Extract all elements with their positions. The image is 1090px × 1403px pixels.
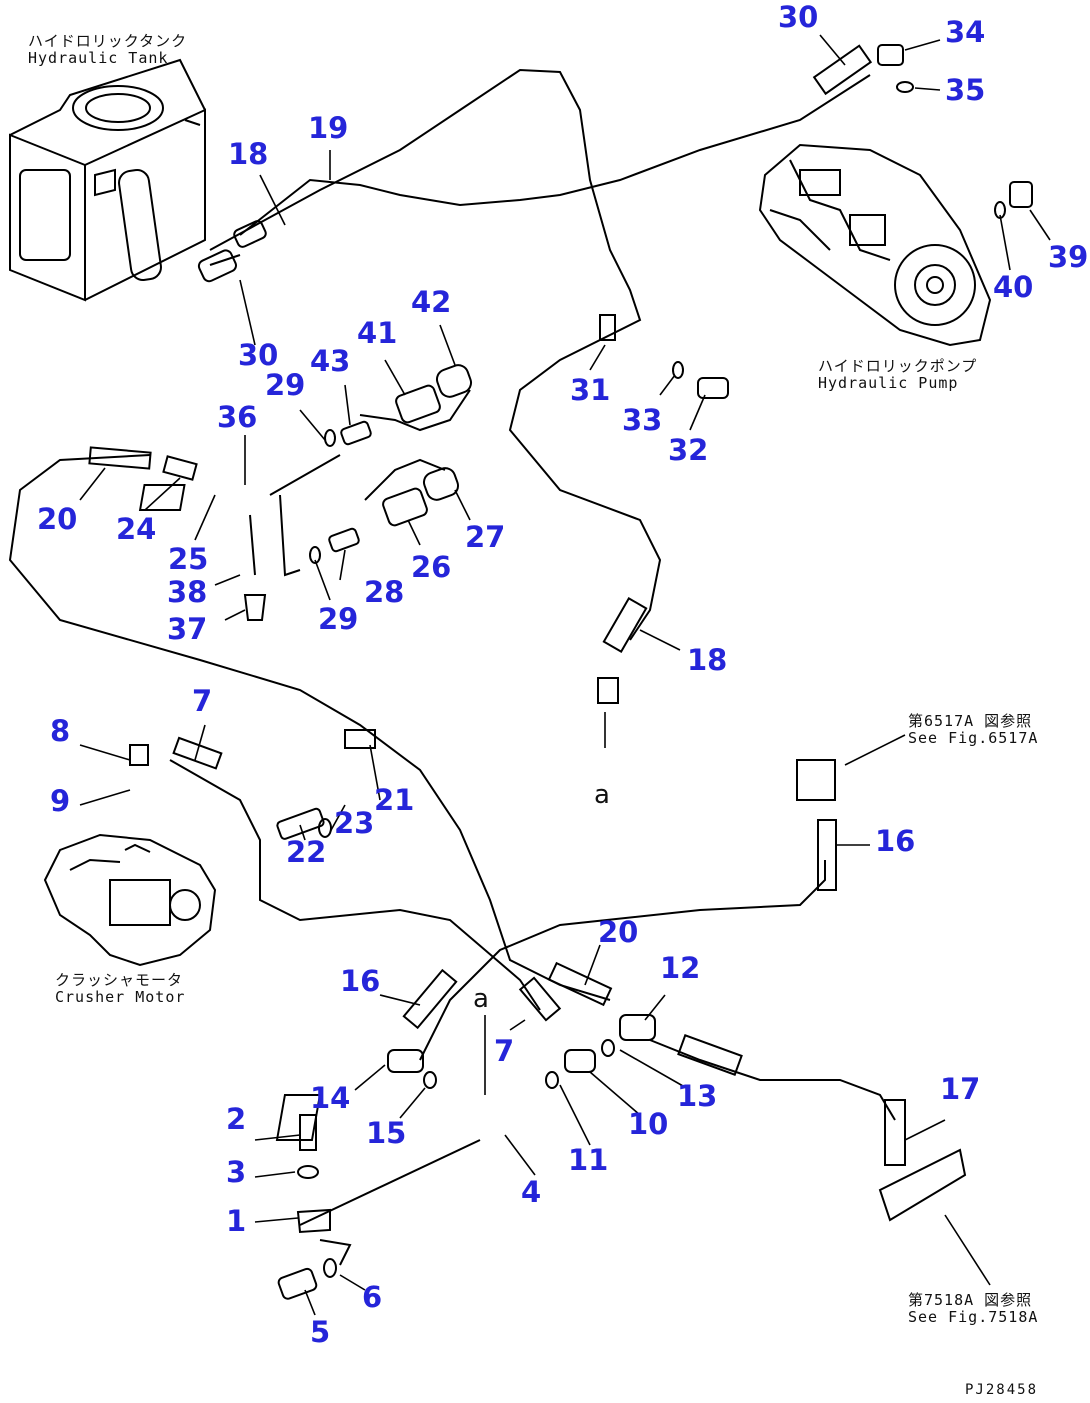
hydraulic-tank-label: ハイドロリックタンク Hydraulic Tank [28, 32, 188, 68]
reference-note-2-en: See Fig.7518A [908, 1308, 1039, 1327]
hydraulic-tank-label-en: Hydraulic Tank [28, 49, 169, 68]
callout-number: 28 [364, 575, 405, 609]
detail-letter-a-2: a [473, 984, 489, 1014]
callout-number: 25 [168, 542, 209, 576]
callout-number: 31 [570, 373, 611, 407]
callout-number: 32 [668, 433, 709, 467]
callout-number: 4 [521, 1175, 542, 1209]
callout-number: 24 [116, 512, 157, 546]
callout-number: 42 [411, 285, 452, 319]
callout-number: 22 [286, 835, 327, 869]
hydraulic-tank-drawing [9, 58, 206, 302]
callout-number: 19 [308, 111, 349, 145]
callout-number: 38 [167, 575, 208, 609]
callout-number: 18 [228, 137, 269, 171]
callout-number: 26 [411, 550, 452, 584]
callout-number: 8 [50, 714, 71, 748]
leader-lines [79, 34, 1051, 1316]
callout-number: 13 [677, 1079, 718, 1113]
callout-number: 9 [50, 784, 71, 818]
callout-number: 14 [310, 1081, 351, 1115]
callout-number: 5 [310, 1315, 331, 1349]
crusher-motor-label: クラッシャモータ Crusher Motor [55, 971, 186, 1007]
callout-number: 10 [628, 1107, 669, 1141]
callout-number: 2 [226, 1102, 247, 1136]
crusher-motor-label-en: Crusher Motor [55, 988, 186, 1007]
callout-number: 41 [357, 316, 398, 350]
callout-number: 23 [334, 806, 375, 840]
callout-number: 36 [217, 400, 258, 434]
callout-number: 33 [622, 403, 663, 437]
reference-note-1-en: See Fig.6517A [908, 729, 1039, 748]
callout-number: 29 [318, 602, 359, 636]
hydraulic-tank-label-jp: ハイドロリックタンク [28, 32, 188, 50]
callout-number: 21 [374, 783, 415, 817]
callout-number: 29 [265, 368, 306, 402]
hydraulic-pump-label: ハイドロリックポンプ Hydraulic Pump [818, 357, 978, 393]
reference-note-2-jp: 第7518A 図参照 [908, 1291, 1033, 1309]
hydraulic-pump-label-jp: ハイドロリックポンプ [818, 357, 978, 375]
callout-number: 16 [340, 964, 381, 998]
callout-number: 37 [167, 612, 208, 646]
callout-number: 20 [37, 502, 78, 536]
reference-note-2: 第7518A 図参照 See Fig.7518A [908, 1291, 1039, 1327]
callout-number: 3 [226, 1155, 247, 1189]
crusher-motor-label-jp: クラッシャモータ [55, 971, 184, 989]
callout-number: 16 [875, 824, 916, 858]
callout-number: 43 [310, 344, 351, 378]
drawing-code: PJ28458 [965, 1382, 1039, 1398]
fittings [88, 44, 1033, 1300]
detail-letter-a: a [594, 780, 610, 810]
hose-routes [8, 68, 896, 1266]
callout-number: 1 [226, 1204, 247, 1238]
callout-number: 20 [598, 915, 639, 949]
reference-note-1: 第6517A 図参照 See Fig.6517A [908, 712, 1039, 748]
reference-note-1-jp: 第6517A 図参照 [908, 712, 1033, 730]
crusher-motor-drawing [43, 833, 217, 967]
callout-number: 12 [660, 951, 701, 985]
callout-number: 15 [366, 1116, 407, 1150]
callout-number: 35 [945, 73, 986, 107]
callout-number: 30 [778, 0, 819, 34]
callout-number: 40 [993, 270, 1034, 304]
callout-number: 30 [238, 338, 279, 372]
callout-number: 27 [465, 520, 506, 554]
callout-number: 11 [568, 1143, 609, 1177]
callout-number: 6 [362, 1280, 383, 1314]
hydraulic-pump-drawing [758, 143, 992, 347]
callout-number: 39 [1048, 240, 1089, 274]
callout-number: 7 [192, 684, 213, 718]
hydraulic-pump-label-en: Hydraulic Pump [818, 374, 959, 393]
callout-number: 17 [940, 1072, 981, 1106]
callout-number: 7 [494, 1034, 515, 1068]
callout-number: 34 [945, 15, 986, 49]
callout-number: 18 [687, 643, 728, 677]
